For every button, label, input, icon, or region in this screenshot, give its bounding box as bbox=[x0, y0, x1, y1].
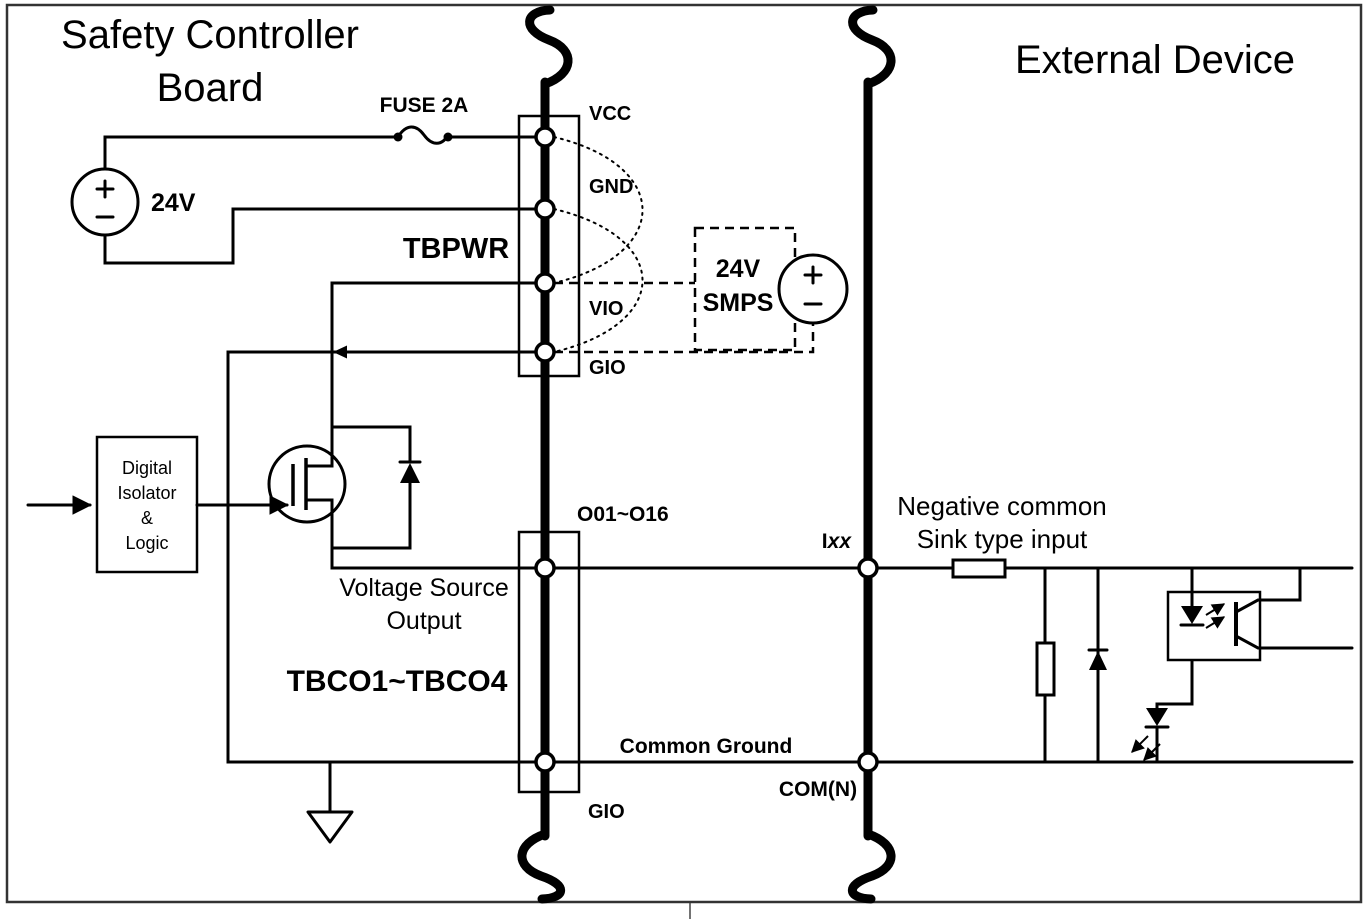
indicator-led-icon bbox=[1131, 708, 1170, 761]
isolator-label-line4: Logic bbox=[125, 533, 168, 553]
common-ground-label: Common Ground bbox=[620, 735, 793, 758]
vcc-vio-dotted-link bbox=[553, 136, 644, 284]
tbpwr-label: TBPWR bbox=[403, 233, 509, 265]
com-n-label: COM(N) bbox=[779, 778, 857, 801]
tbco-terminal-block bbox=[517, 530, 581, 794]
bus-break-icon bbox=[517, 829, 565, 904]
pin-label-vio: VIO bbox=[589, 298, 623, 320]
external-title: External Device bbox=[1015, 38, 1295, 82]
voltage-source-output-line2: Output bbox=[386, 607, 461, 635]
supply-24v-source bbox=[70, 167, 140, 237]
digital-isolator-box bbox=[95, 435, 199, 574]
output-range-label: O01~O16 bbox=[577, 503, 669, 526]
light-arrow-icon bbox=[1205, 603, 1226, 616]
optocoupler bbox=[1166, 566, 1354, 662]
bus-break-icon bbox=[848, 829, 896, 904]
tbpwr-terminal-block bbox=[517, 114, 581, 378]
ground-icon bbox=[306, 810, 354, 844]
tbco-label: TBCO1~TBCO4 bbox=[287, 665, 508, 698]
terminal-gio-top bbox=[534, 341, 556, 363]
input-ixx-label: Ixx bbox=[822, 530, 853, 553]
smps-label-line2: SMPS bbox=[703, 289, 774, 317]
isolator-label-line3: & bbox=[141, 508, 153, 528]
terminal-output bbox=[534, 557, 556, 579]
pin-label-gio-bottom: GIO bbox=[588, 801, 625, 823]
clamp-diode-icon bbox=[1087, 648, 1109, 670]
negative-common-label-line2: Sink type input bbox=[917, 524, 1088, 554]
body-diode-icon bbox=[398, 460, 422, 483]
negative-common-label-line1: Negative common bbox=[897, 491, 1107, 521]
smps-box bbox=[693, 226, 797, 352]
fuse-symbol bbox=[393, 125, 453, 145]
external-boundary-bus bbox=[848, 5, 896, 904]
pull-resistor-icon bbox=[1035, 641, 1056, 697]
board-title-line2: Board bbox=[157, 66, 264, 110]
terminal-gio-bottom bbox=[534, 751, 556, 773]
terminal-ixx bbox=[857, 557, 879, 579]
terminal-gnd bbox=[534, 198, 556, 220]
bus-break-icon bbox=[848, 5, 896, 89]
fuse-label: FUSE 2A bbox=[380, 94, 469, 117]
pin-label-gio-top: GIO bbox=[589, 357, 626, 379]
light-arrow-icon bbox=[1143, 743, 1161, 761]
voltage-source-output-line1: Voltage Source bbox=[339, 574, 509, 602]
terminal-vio bbox=[534, 272, 556, 294]
smps-gio-dashed-wire bbox=[554, 323, 815, 354]
smps-label-line1: 24V bbox=[716, 255, 761, 283]
isolator-label-line2: Isolator bbox=[117, 483, 176, 503]
light-arrow-icon bbox=[1205, 616, 1226, 629]
gnd-gio-dotted-link bbox=[553, 208, 644, 353]
series-resistor-icon bbox=[951, 558, 1007, 579]
smps-24v bbox=[693, 226, 849, 352]
board-title-line1: Safety Controller bbox=[61, 13, 359, 57]
mosfet-symbol bbox=[267, 444, 347, 524]
terminal-vcc bbox=[534, 126, 556, 148]
light-arrow-icon bbox=[1131, 735, 1149, 753]
pin-label-vcc: VCC bbox=[589, 103, 631, 125]
terminals bbox=[534, 126, 879, 773]
diagram-border bbox=[5, 3, 1363, 904]
wires bbox=[26, 135, 1354, 814]
bus-break-icon bbox=[525, 5, 573, 89]
pin-label-gnd: GND bbox=[589, 176, 633, 198]
supply-label: 24V bbox=[151, 189, 196, 217]
isolator-label-line1: Digital bbox=[122, 458, 172, 478]
opto-led-icon bbox=[1181, 606, 1203, 624]
current-arrow-icon bbox=[333, 345, 347, 359]
terminal-com bbox=[857, 751, 879, 773]
